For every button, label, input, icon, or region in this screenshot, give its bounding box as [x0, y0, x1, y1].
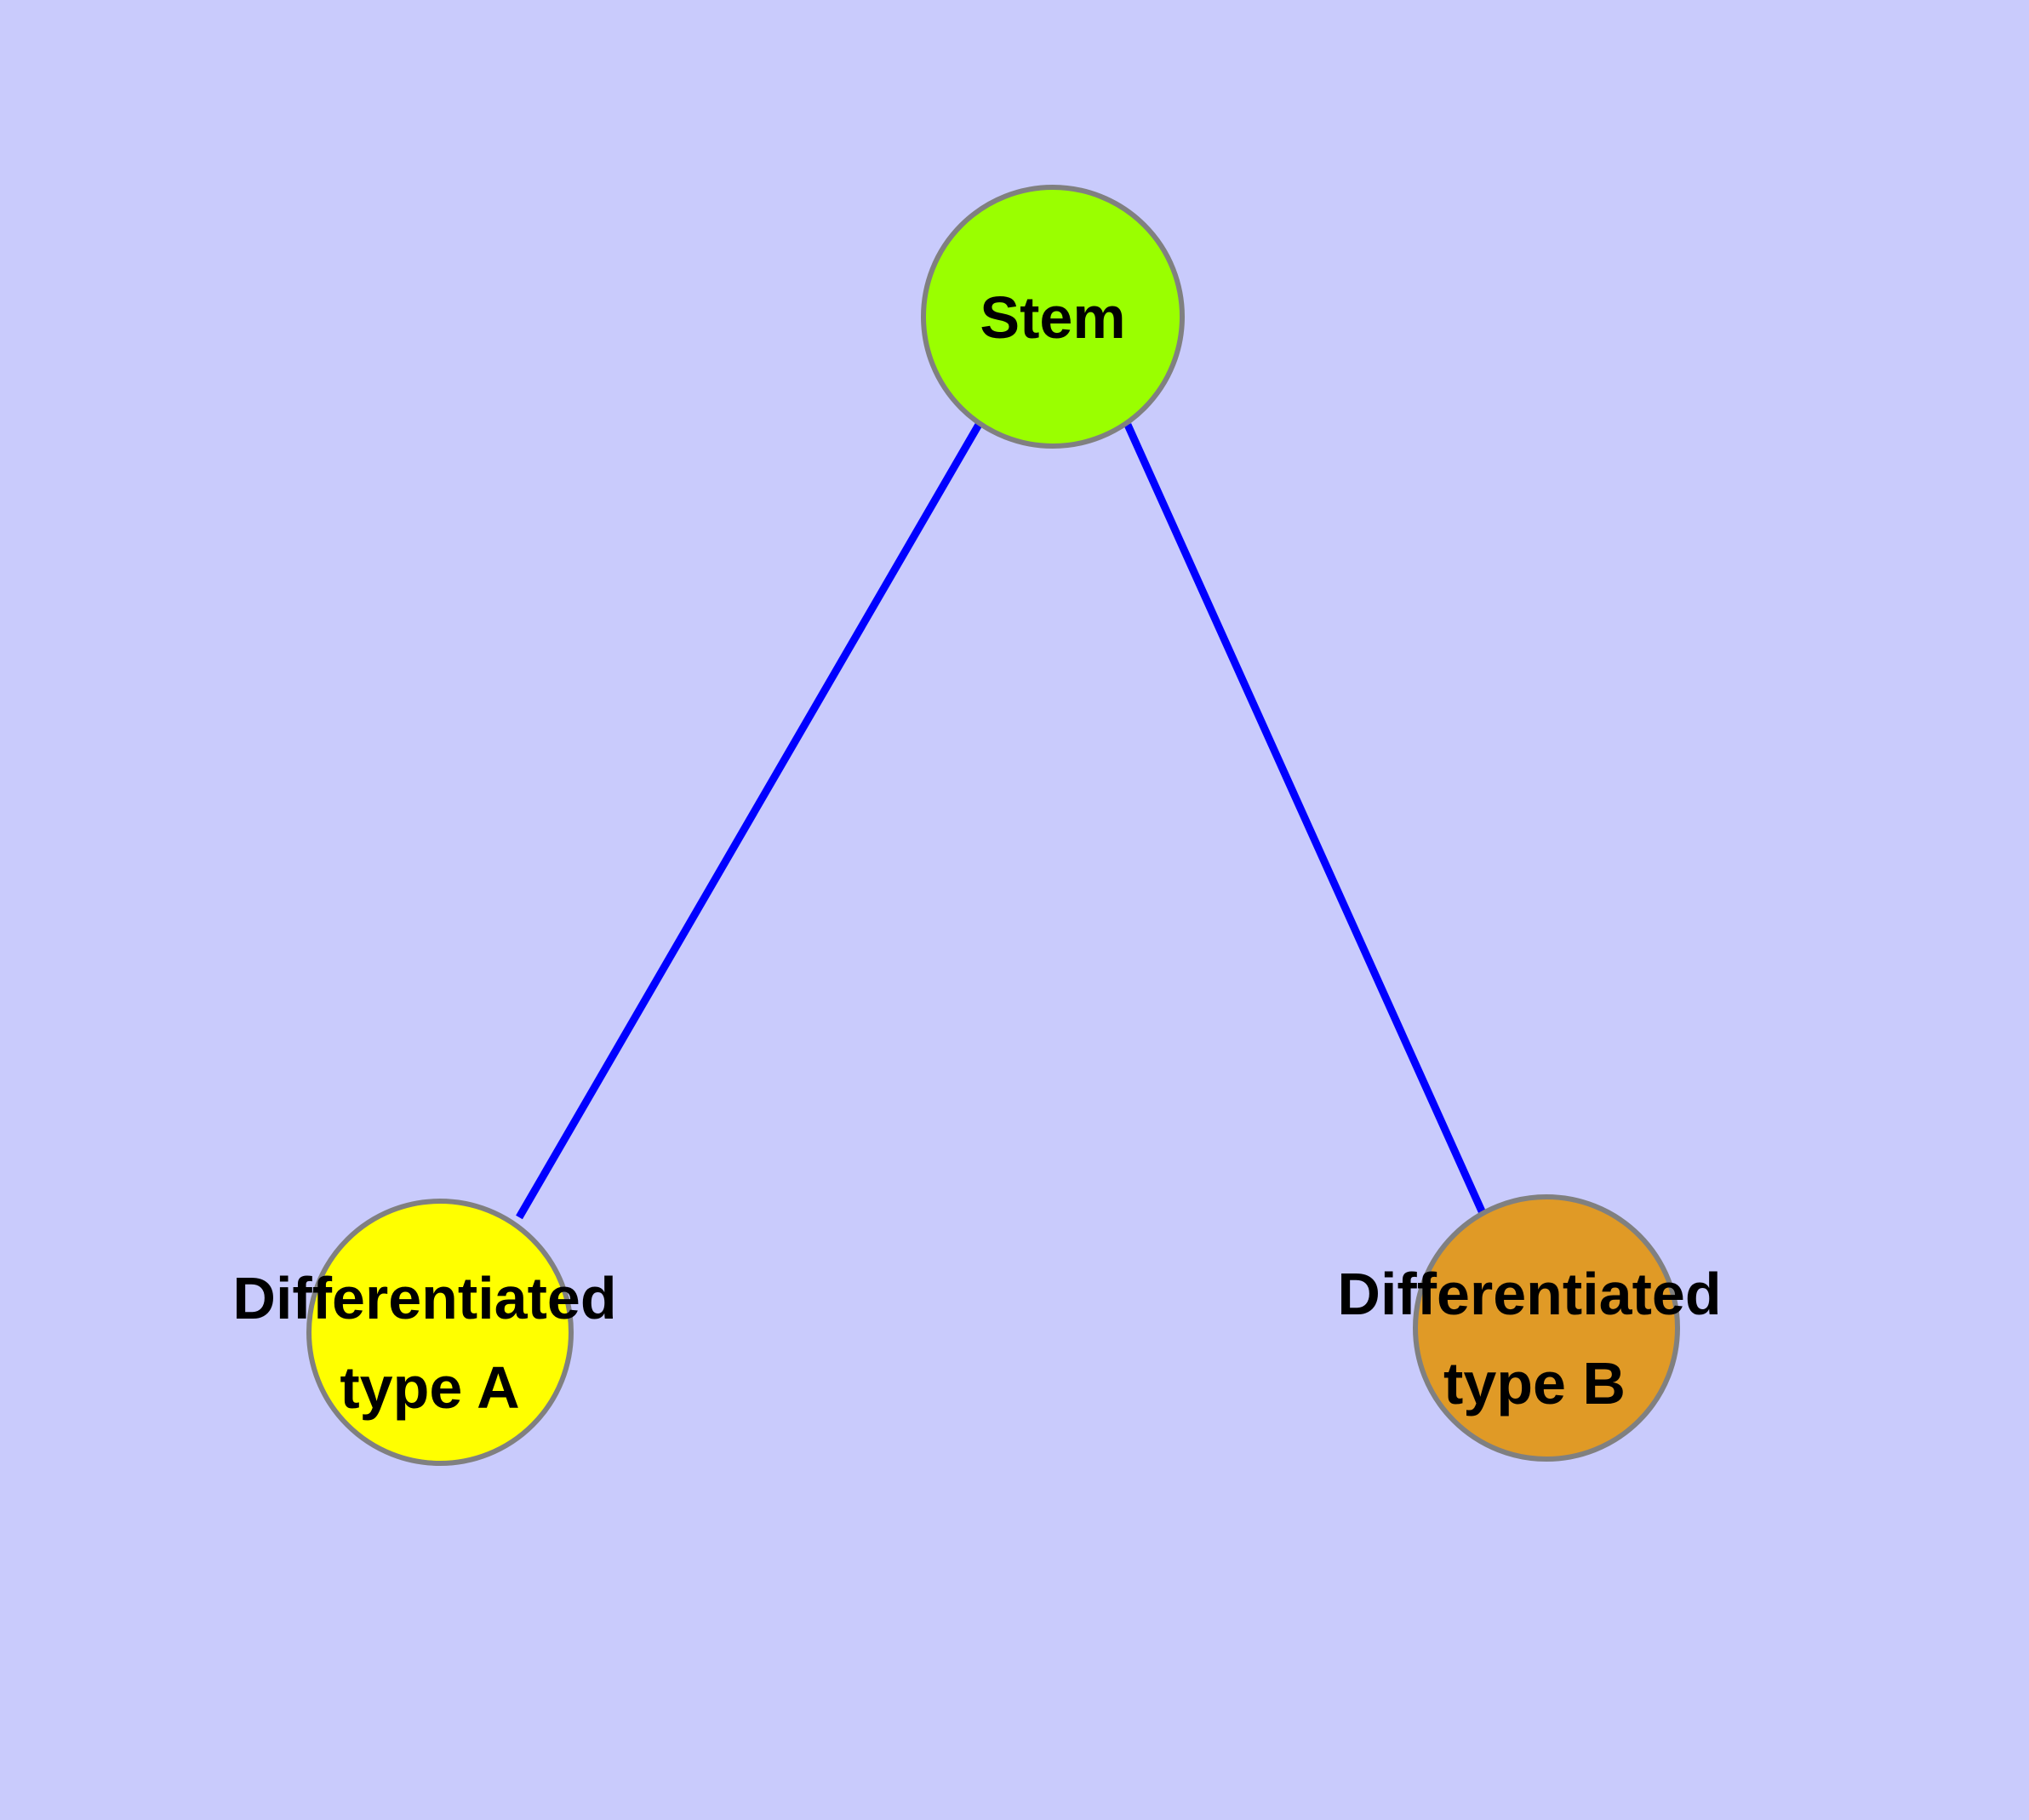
node-differentiated-type-b-circle[interactable] — [1413, 1194, 1680, 1462]
node-differentiated-type-b[interactable]: Differentiated type B — [1337, 1194, 1722, 1462]
node-stem[interactable]: Stem — [921, 185, 1185, 449]
nodes-group: Stem Differentiated type A Differentiate… — [232, 185, 1722, 1466]
node-stem-label: Stem — [980, 284, 1125, 351]
node-differentiated-type-a-circle[interactable] — [306, 1199, 574, 1466]
node-differentiated-type-a-label-line1: Differentiated — [232, 1265, 616, 1331]
node-stem-circle[interactable] — [921, 185, 1185, 449]
node-differentiated-type-a[interactable]: Differentiated type A — [232, 1199, 617, 1466]
edge-stem-to-differentiated-type-b[interactable] — [1123, 423, 1487, 1215]
node-differentiated-type-b-label-line2: type B — [1443, 1350, 1626, 1417]
node-differentiated-type-b-label-line1: Differentiated — [1337, 1261, 1721, 1327]
edges-group — [516, 421, 1487, 1220]
node-differentiated-type-a-label-line2: type A — [340, 1354, 519, 1421]
edge-stem-to-differentiated-type-a[interactable] — [516, 421, 983, 1220]
